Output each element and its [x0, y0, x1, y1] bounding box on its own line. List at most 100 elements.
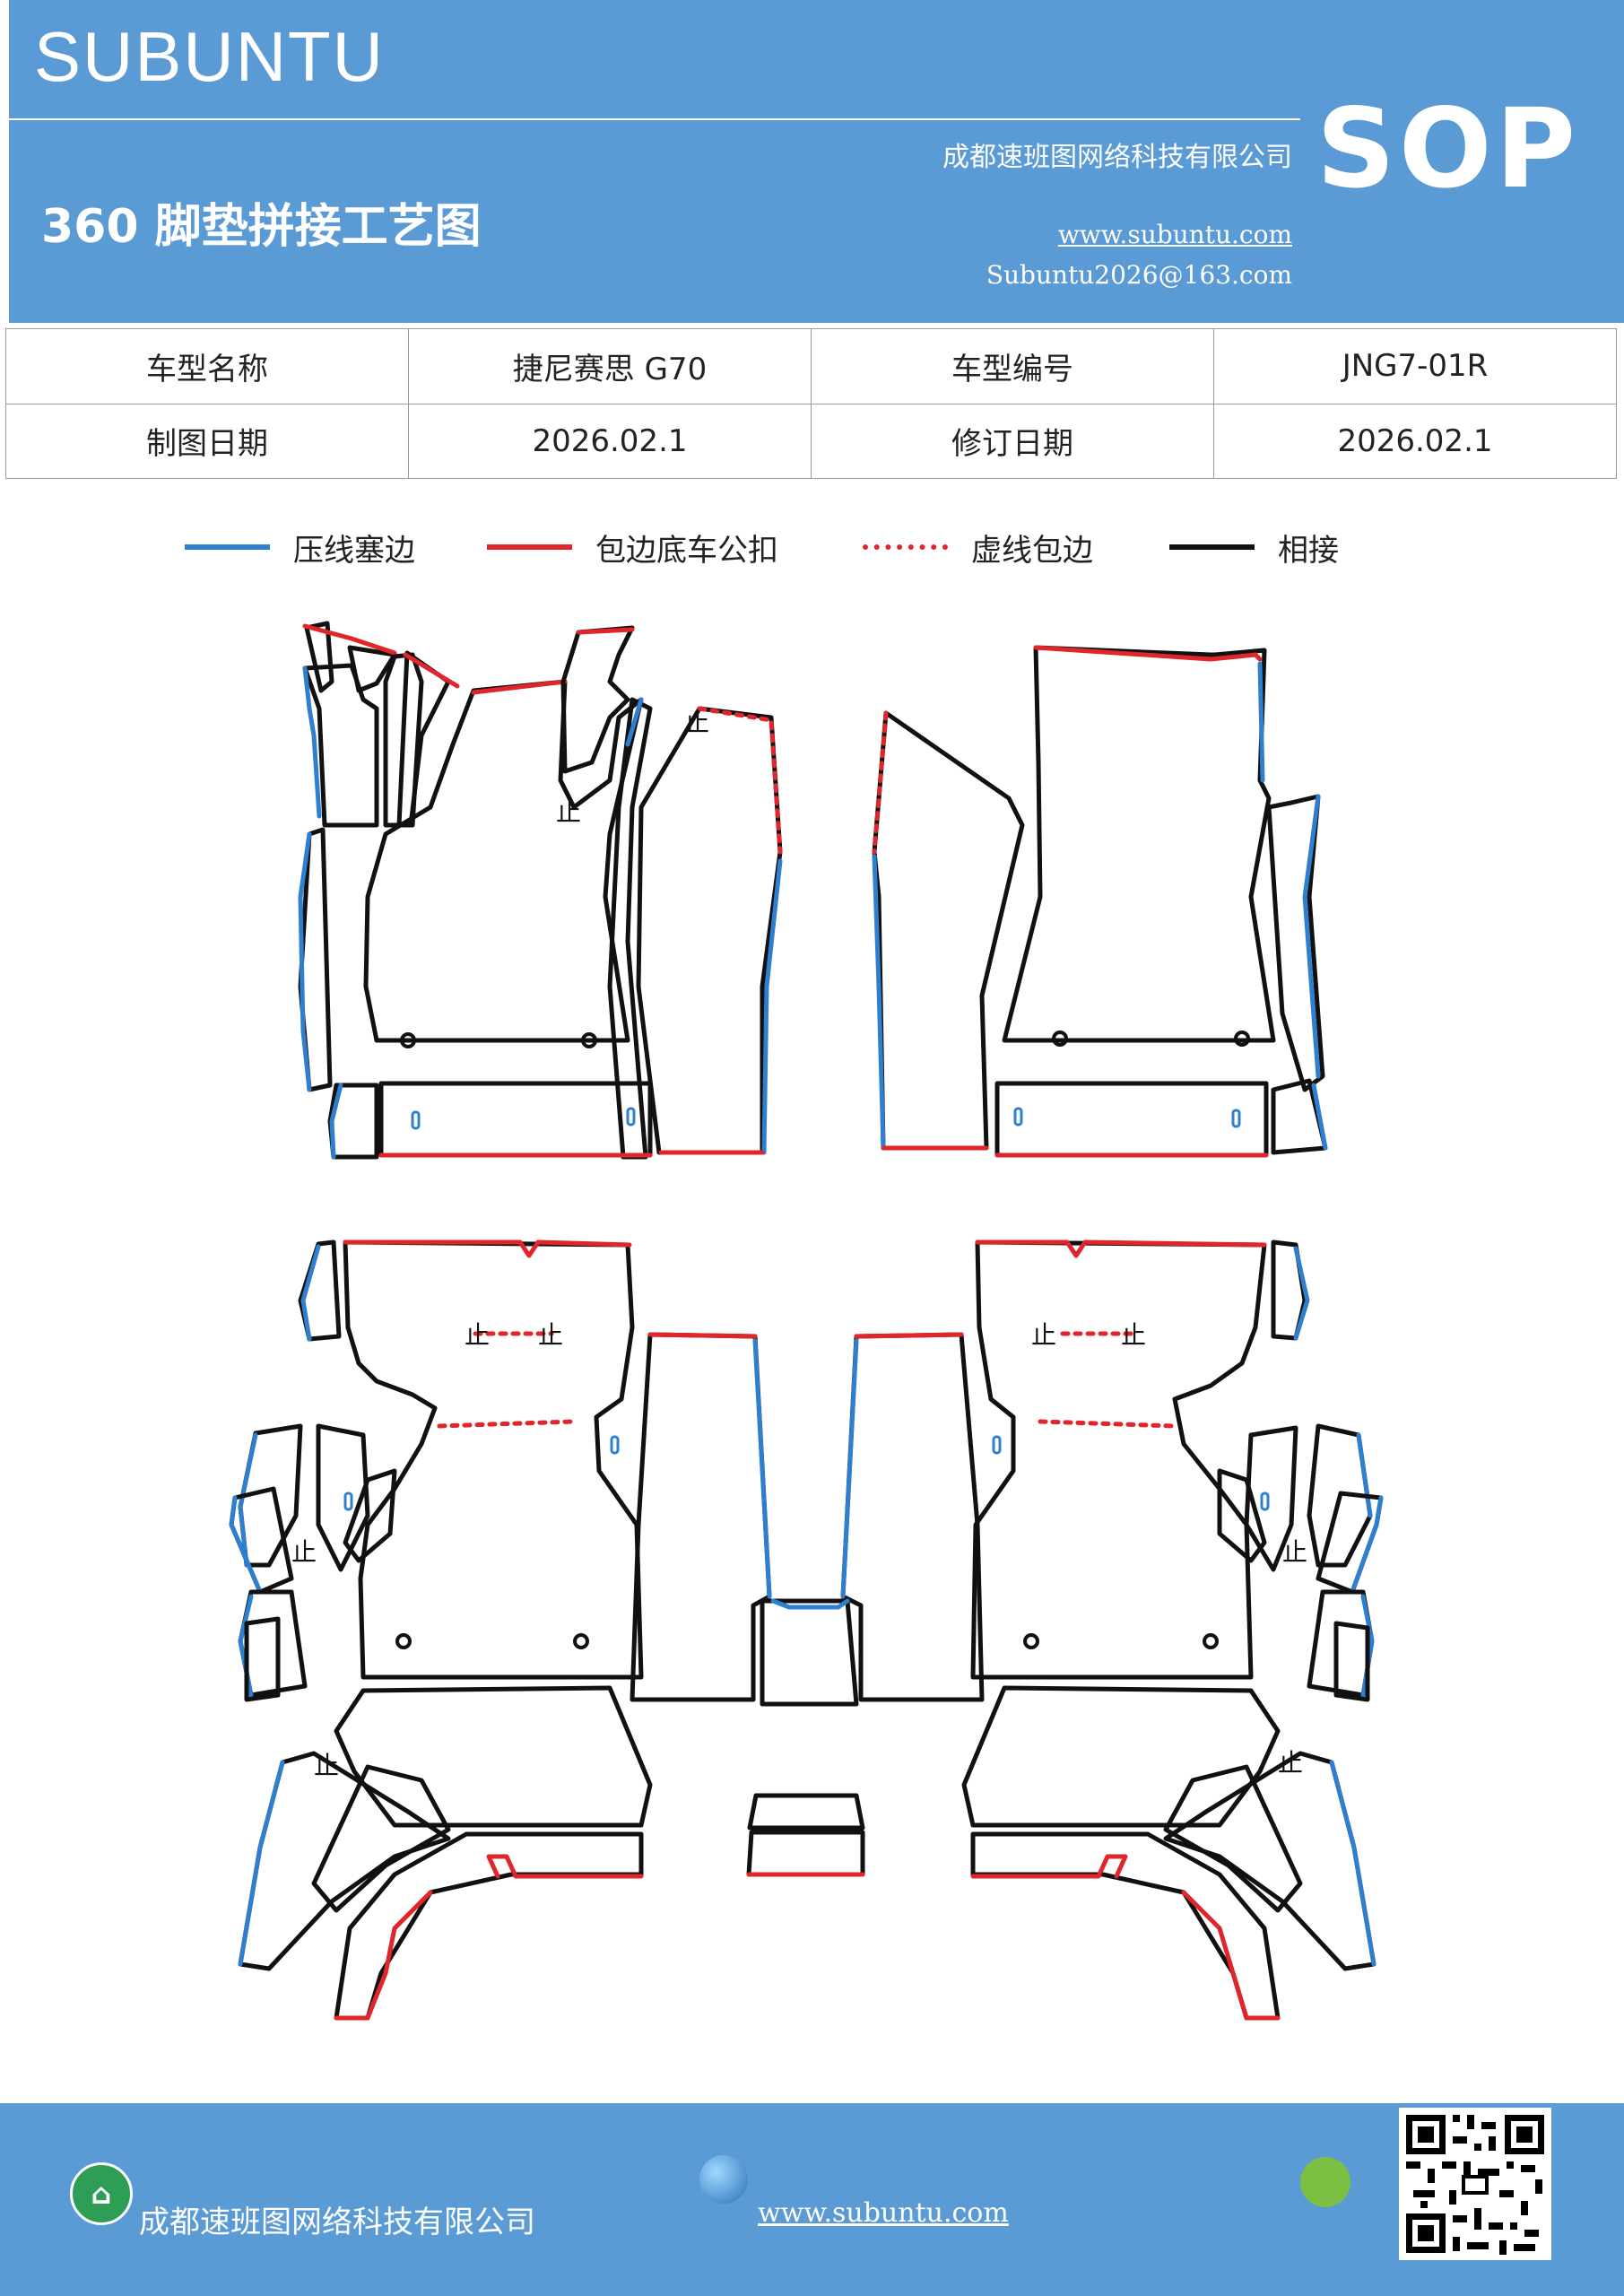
mat-piece	[334, 1831, 644, 2021]
mat-piece-blue-edge	[238, 1760, 285, 1967]
mat-piece-blue-edge	[625, 697, 644, 747]
hole-icon	[581, 1032, 597, 1048]
table-cell: 2026.02.1	[408, 403, 812, 479]
slot-icon	[411, 1110, 421, 1130]
slot-icon	[626, 1107, 636, 1126]
heel-pad	[994, 1081, 1269, 1158]
legend-label: 压线塞边	[293, 532, 415, 569]
slot-icon	[343, 1492, 353, 1511]
mat-piece	[1333, 1621, 1370, 1702]
brand-logo-text: SUBUNTU	[34, 17, 386, 96]
mat-piece-blue-edge	[1356, 1432, 1373, 1518]
company-name: 成都速班图网络科技有限公司	[942, 142, 1292, 173]
page-title: 360 脚垫拼接工艺图	[41, 200, 482, 254]
clip-mark-icon: 止	[314, 1751, 339, 1780]
slot-icon	[992, 1435, 1002, 1455]
line-legend: 压线塞边 包边底车公扣 虚线包边 相接	[0, 520, 1624, 574]
rear-right-mat-group: 止 止 止 止	[961, 1239, 1384, 2021]
mat-piece-red-edge	[576, 627, 635, 635]
legend-swatch	[863, 544, 948, 550]
table-cell: 制图日期	[5, 403, 409, 479]
mat-piece	[760, 1598, 859, 1707]
mat-piece-dotted-edge	[872, 710, 889, 855]
vehicle-info-table: 车型名称 捷尼赛思 G70 车型编号 JNG7-01R 制图日期 2026.02…	[5, 328, 1617, 479]
mat-piece	[343, 1468, 397, 1563]
mat-piece-blue-edge	[770, 1598, 850, 1610]
clip-mark-icon: 止	[465, 1320, 490, 1350]
mat-piece-blue-edge	[1257, 661, 1265, 783]
mat-piece	[840, 1332, 985, 1702]
mat-piece-blue-edge	[872, 854, 886, 1151]
mat-piece-red-edge	[647, 1332, 758, 1339]
clip-mark-icon: 止	[1282, 1537, 1307, 1567]
mat-piece-blue-edge	[300, 1244, 321, 1342]
mat-piece-blue-edge	[329, 1083, 343, 1160]
clip-mark-icon: 止	[1121, 1320, 1146, 1350]
clip-mark-icon: 止	[291, 1537, 317, 1567]
mat-piece-blue-edge	[761, 858, 783, 1155]
mat-piece-red-edge	[975, 1239, 1267, 1258]
mat-piece	[746, 1830, 865, 1877]
mat-piece	[970, 1239, 1267, 1680]
mat-piece-red-edge	[302, 623, 397, 656]
mat-piece-red-edge	[403, 652, 460, 689]
mat-piece-blue-edge	[229, 1495, 263, 1595]
hole-icon	[1023, 1633, 1039, 1649]
mat-piece-red-edge	[471, 679, 568, 695]
mat-piece-dotted-edge	[697, 706, 783, 855]
mat-piece-red-edge	[1033, 645, 1263, 662]
mat-piece-blue-edge	[1293, 1246, 1310, 1341]
mat-piece	[244, 1616, 281, 1702]
mat-piece	[347, 645, 397, 693]
mat-piece-red-edge	[854, 1332, 964, 1339]
legend-label: 相接	[1278, 532, 1339, 569]
legend-swatch	[487, 544, 572, 550]
mat-piece-blue-edge	[1329, 1760, 1376, 1967]
hole-icon	[400, 1032, 416, 1048]
clip-mark-icon: 止	[684, 708, 709, 737]
clip-mark-icon: 止	[538, 1320, 563, 1350]
mat-piece	[607, 697, 653, 1160]
email-address[interactable]: Subuntu2026@163.com	[986, 260, 1292, 290]
sop-badge: SOP	[1316, 85, 1579, 213]
hole-icon	[1234, 1031, 1250, 1047]
mat-piece	[630, 1332, 772, 1702]
mat-piece-blue-edge	[1350, 1495, 1384, 1595]
slot-icon	[1260, 1492, 1270, 1511]
mat-piece-red-edge	[343, 1239, 632, 1258]
legend-label: 虚线包边	[971, 532, 1093, 569]
mat-piece	[1244, 1425, 1298, 1572]
mat-piece	[560, 625, 635, 774]
legend-item-press-seam: 压线塞边	[185, 520, 415, 574]
mat-piece-blue-edge	[298, 831, 312, 1092]
table-cell: 修订日期	[811, 403, 1214, 479]
slot-icon	[1231, 1109, 1241, 1128]
legend-label: 包边底车公扣	[595, 532, 778, 569]
mat-piece-dotted-edge	[1038, 1419, 1177, 1429]
hole-icon	[1203, 1633, 1219, 1649]
mat-piece	[961, 1685, 1281, 1828]
footer-company-name: 成都速班图网络科技有限公司	[139, 2205, 535, 2240]
website-link[interactable]: www.subuntu.com	[1057, 220, 1292, 249]
clip-mark-icon: 止	[1031, 1320, 1056, 1350]
mat-piece-blue-edge	[1311, 1083, 1328, 1151]
mat-piece	[298, 1239, 342, 1342]
mat-piece-dotted-edge	[437, 1419, 577, 1429]
mat-piece-blue-edge	[238, 1432, 258, 1568]
mat-piece-blue-edge	[1302, 794, 1321, 1079]
clip-mark-icon: 止	[1278, 1748, 1303, 1778]
mat-piece	[311, 1764, 451, 1913]
hole-icon	[1052, 1031, 1068, 1047]
table-cell: 车型名称	[5, 328, 409, 404]
slot-icon	[610, 1435, 620, 1455]
header-banner: SUBUNTU 360 脚垫拼接工艺图 成都速班图网络科技有限公司 www.su…	[9, 0, 1624, 323]
header-rule	[9, 118, 1300, 120]
rear-left-mat-group: 止 止 止 止	[229, 1239, 653, 2021]
heel-pad	[378, 1081, 653, 1158]
mat-piece-blue-edge	[302, 665, 322, 819]
footer-website-link[interactable]: www.subuntu.com	[758, 2197, 1009, 2229]
legend-item-binding-clip: 包边底车公扣	[487, 520, 778, 574]
front-left-mat-group: 止 止	[298, 621, 783, 1160]
hole-icon	[395, 1633, 412, 1649]
building-icon: ⌂	[70, 2162, 133, 2225]
